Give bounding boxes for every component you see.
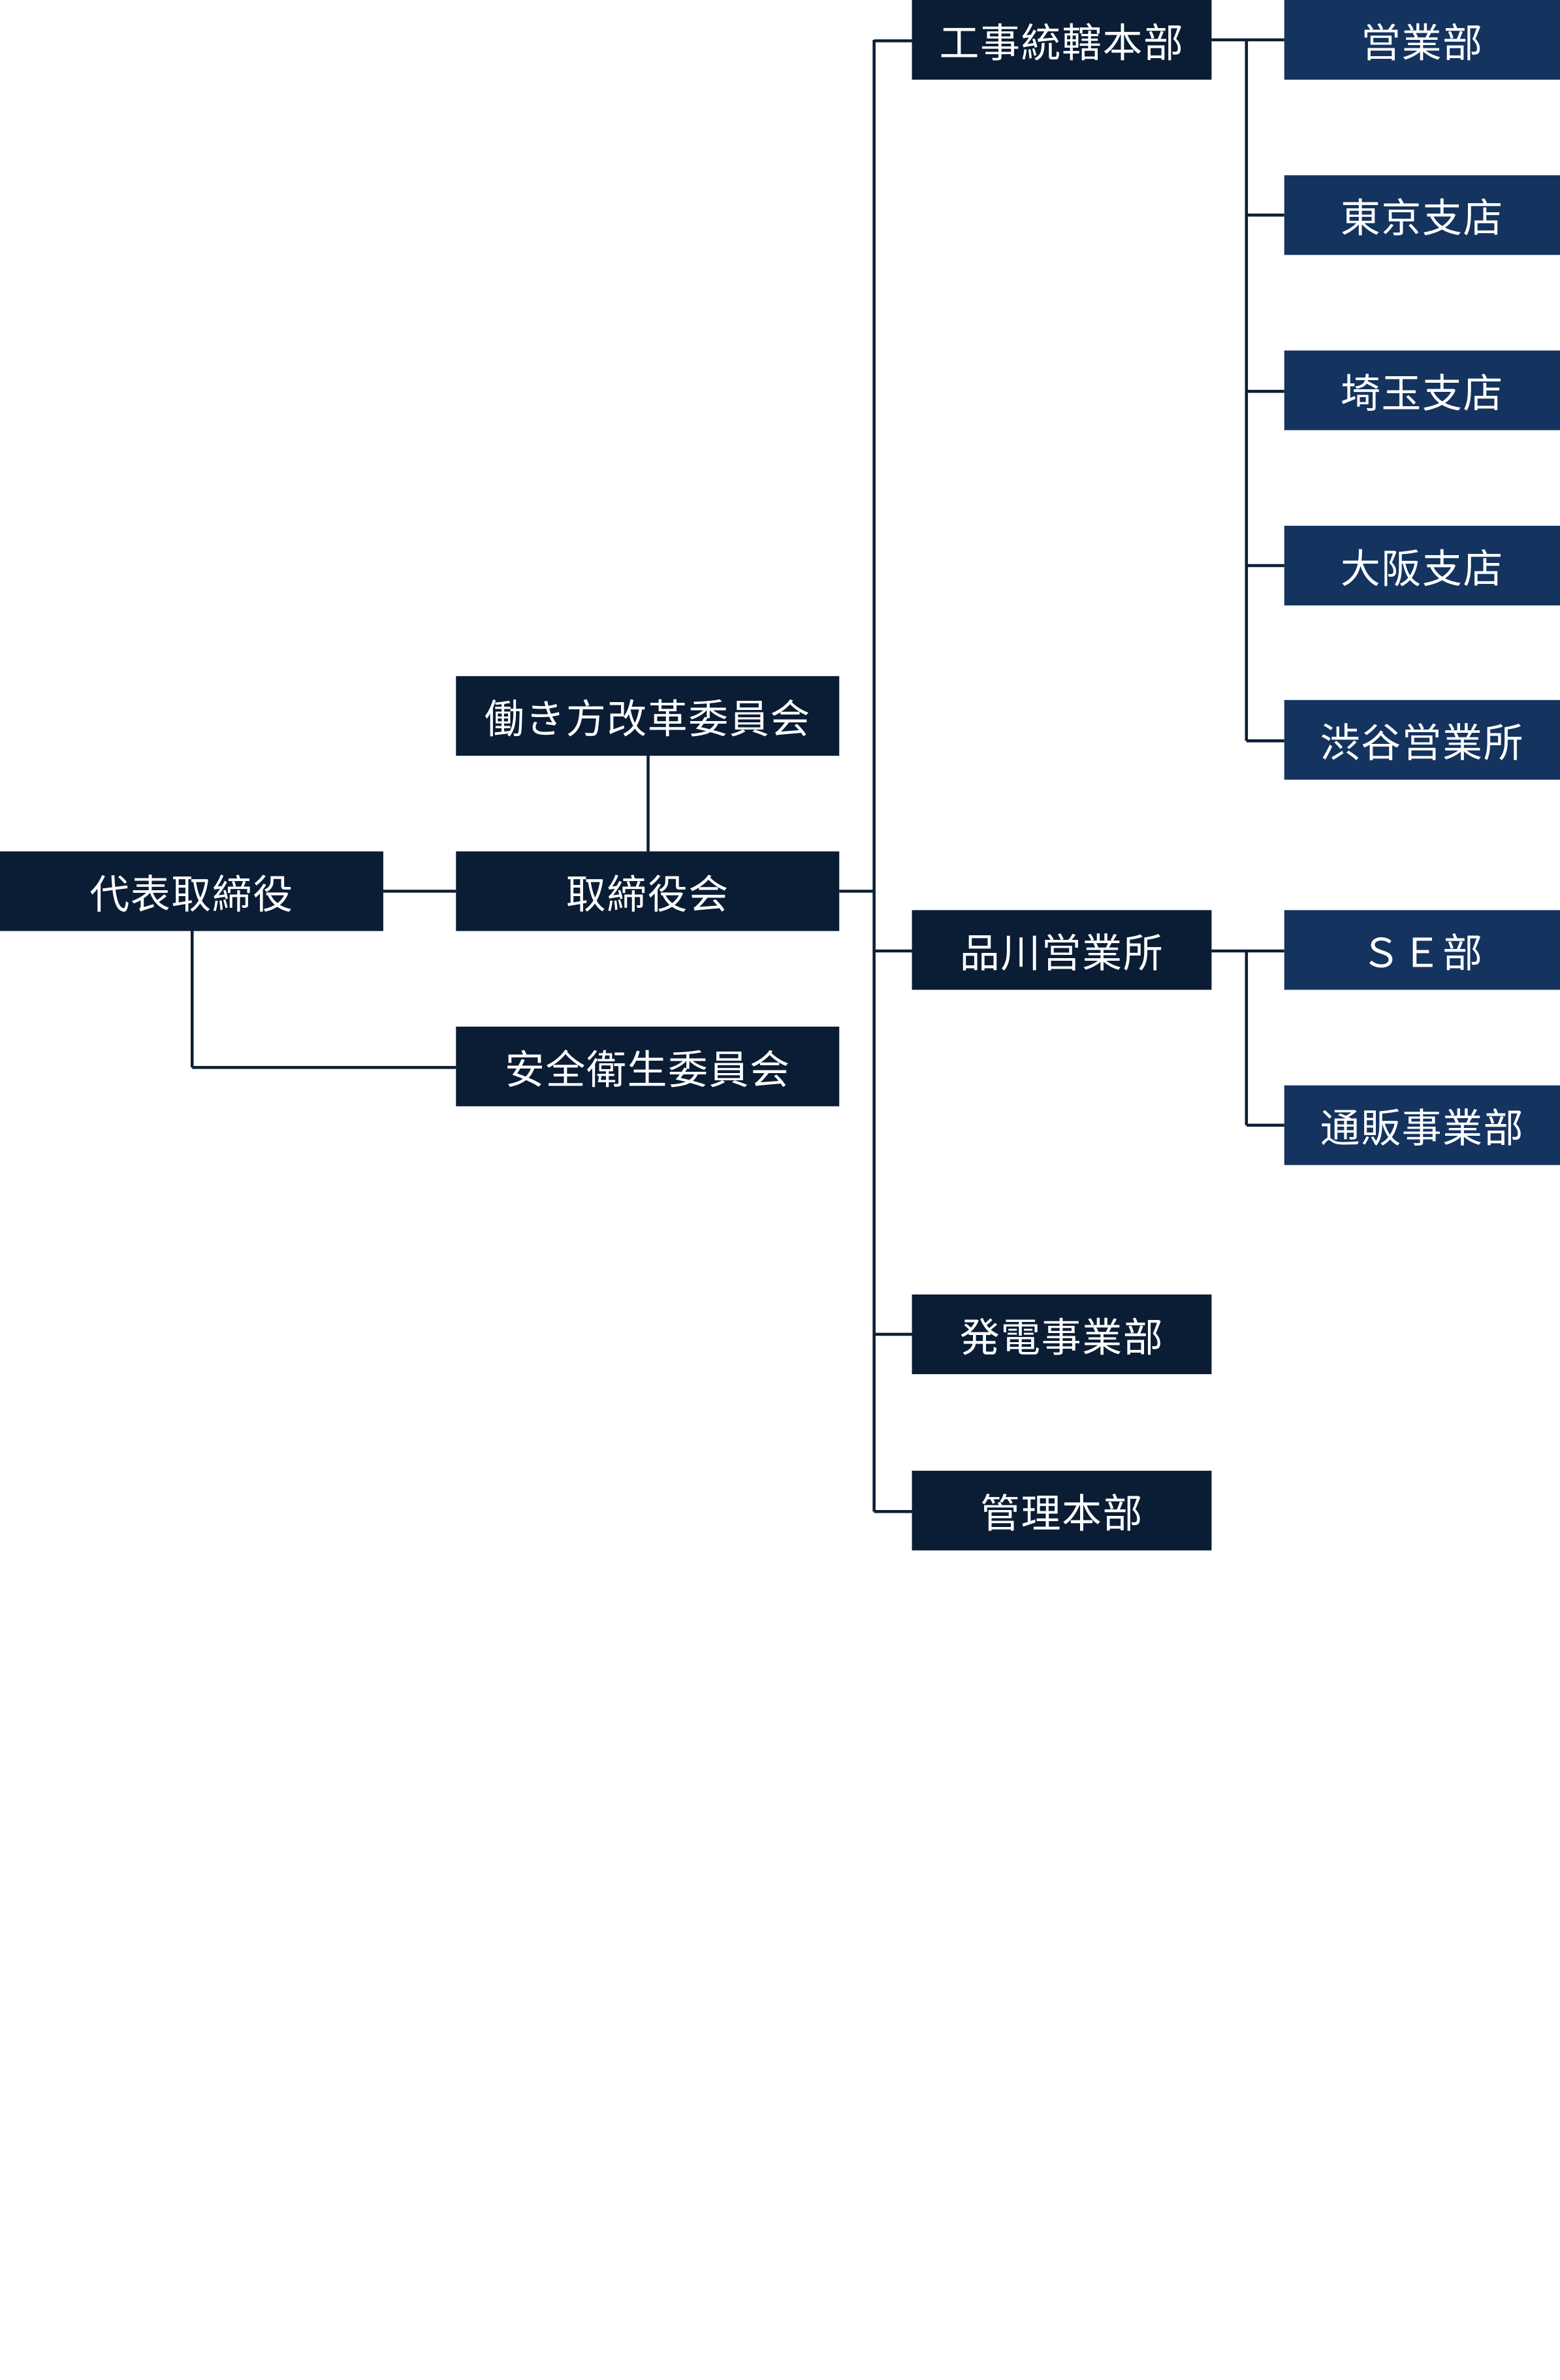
shinagawa-office-box: 品川営業所 bbox=[912, 910, 1212, 990]
tokyo-branch-box: 東京支店 bbox=[1284, 175, 1560, 255]
power-business-box: 発電事業部 bbox=[912, 1294, 1212, 1374]
board-box: 取締役会 bbox=[456, 851, 840, 931]
osaka-branch-box: 大阪支店 bbox=[1284, 525, 1560, 605]
se-dept-box: ＳＥ部 bbox=[1284, 910, 1560, 990]
saitama-branch-box: 埼玉支店 bbox=[1284, 350, 1560, 430]
safety-committee-box: 安全衛生委員会 bbox=[456, 1026, 840, 1106]
work-style-committee-box: 働き方改革委員会 bbox=[456, 676, 840, 756]
connector-lines bbox=[190, 38, 1284, 1513]
admin-hq-box: 管理本部 bbox=[912, 1470, 1212, 1551]
mail-order-dept-box: 通販事業部 bbox=[1284, 1085, 1560, 1165]
sales-dept-box: 営業部 bbox=[1284, 0, 1560, 80]
shibuya-office-box: 渋谷営業所 bbox=[1284, 700, 1560, 780]
construction-hq-box: 工事統轄本部 bbox=[912, 0, 1212, 80]
ceo-box: 代表取締役 bbox=[0, 851, 383, 931]
